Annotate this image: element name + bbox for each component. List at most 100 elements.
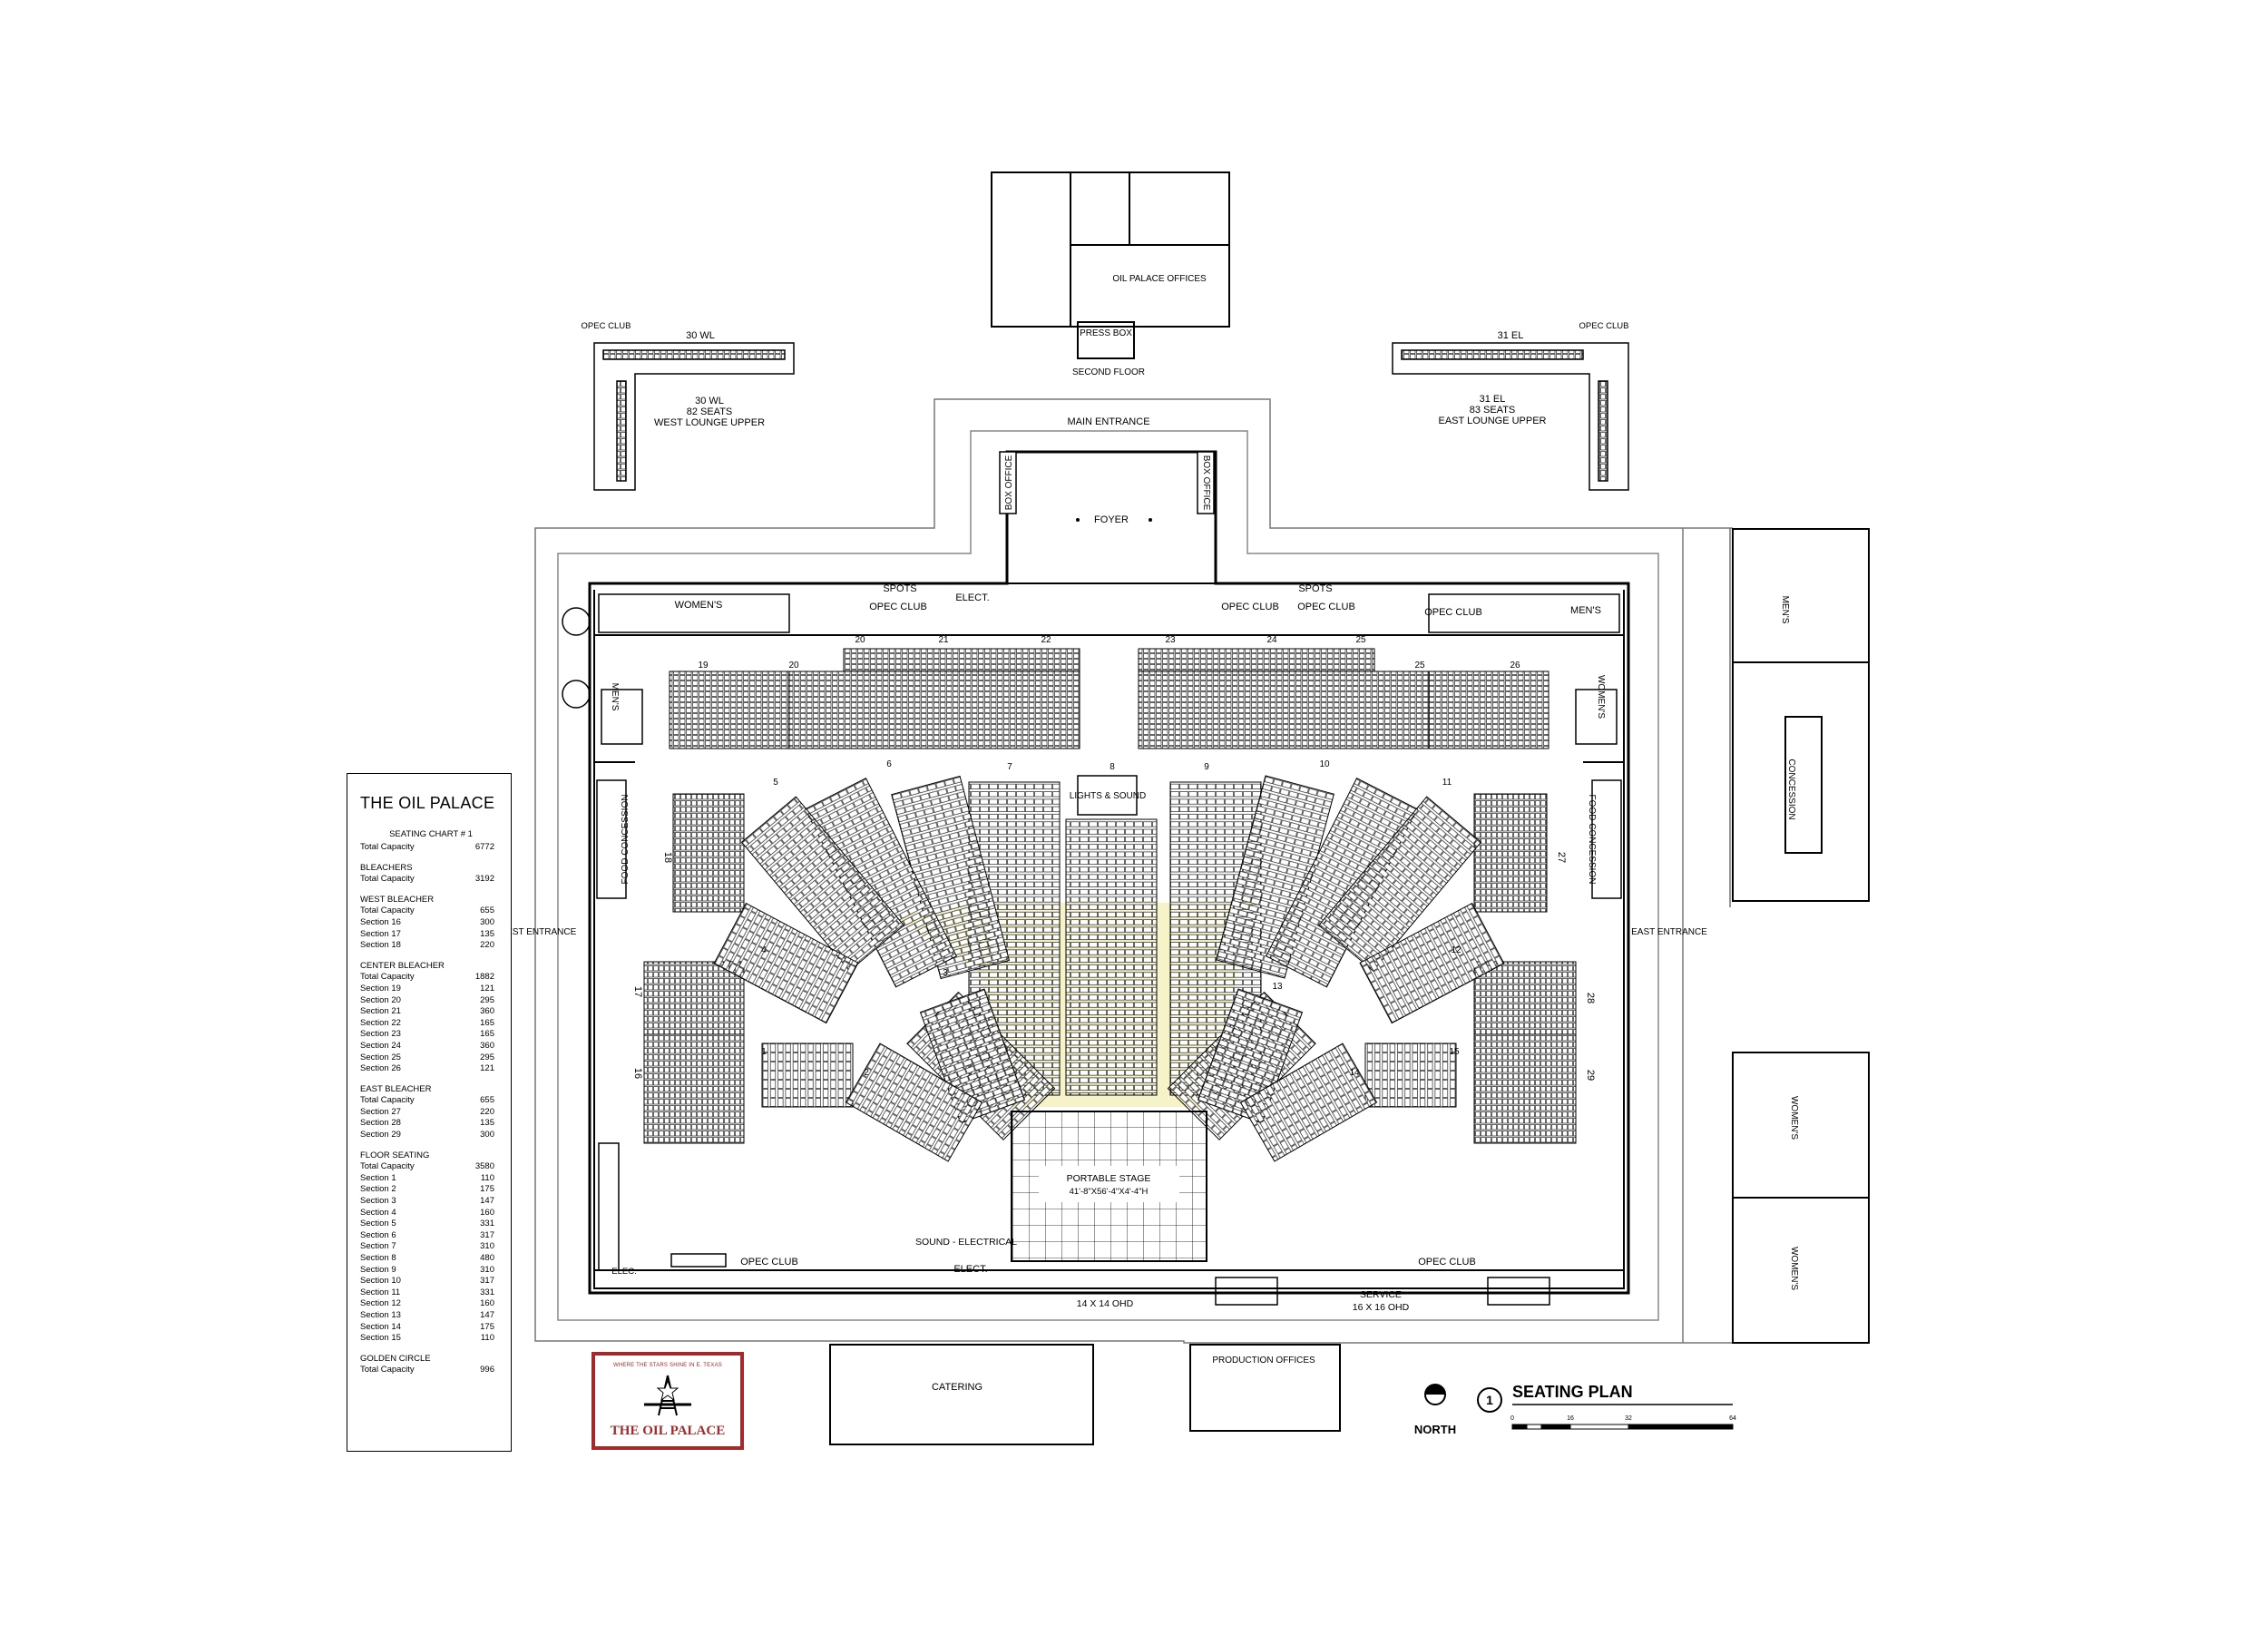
perimeter-rooms	[562, 593, 1622, 1306]
east-lounge-code2: 31 EL	[1480, 394, 1506, 405]
legend-row-value: 300	[480, 1130, 494, 1140]
west-lounge-code: 30 WL	[686, 330, 715, 341]
section-23-label: 23	[1165, 635, 1176, 645]
legend-row-label: Section 23	[360, 1029, 401, 1040]
west-fanned-sections	[713, 775, 1056, 1162]
legend-row-value: 331	[480, 1287, 494, 1297]
legend-total-row: Total Capacity 6772	[360, 842, 502, 854]
section-2-label: 2	[864, 1068, 869, 1078]
box-office-west-label: BOX OFFICE	[1004, 455, 1014, 510]
legend-row-label: Section 15	[360, 1333, 401, 1344]
legend-row: Section 12 160	[360, 1298, 502, 1310]
legend-row-value: 147	[480, 1196, 494, 1207]
section-17-label: 17	[632, 986, 643, 997]
section-3-label: 3	[943, 968, 948, 978]
legend-row-value: 310	[480, 1264, 494, 1275]
section-20-label: 20	[788, 661, 799, 671]
legend-subtitle: SEATING CHART # 1	[389, 829, 473, 839]
catering-label: CATERING	[932, 1382, 982, 1393]
mens-annex-label: MEN'S	[1780, 596, 1790, 624]
legend-row-value: 160	[480, 1298, 494, 1309]
scale-tick-0: 0	[1510, 1415, 1514, 1422]
second-floor-label: SECOND FLOOR	[1072, 367, 1145, 377]
legend-row-label: Section 2	[360, 1184, 396, 1195]
west-lounge-club: OPEC CLUB	[582, 321, 631, 331]
legend-row-value: 147	[480, 1309, 494, 1320]
legend-row-label: Section 22	[360, 1017, 401, 1028]
legend-group-heading: FLOOR SEATING	[360, 1150, 430, 1160]
legend-row-value: 996	[480, 1365, 494, 1375]
section-13-label: 13	[1272, 982, 1283, 992]
stage-dimensions-label: 41'-8"X56'-4"X4'-4"H	[1070, 1187, 1149, 1197]
section-28-label: 28	[1585, 993, 1596, 1003]
box-office-east-label: BOX OFFICE	[1201, 455, 1211, 511]
section-12-label: 12	[1451, 945, 1461, 955]
legend-row-label: Section 26	[360, 1063, 401, 1074]
section-20b-label: 20	[855, 635, 865, 645]
opec-club-ne-label: OPEC CLUB	[1424, 607, 1482, 618]
ohd-16-label: 16 X 16 OHD	[1353, 1302, 1410, 1313]
west-lounge-upper	[593, 342, 795, 491]
east-annex	[1732, 528, 1870, 1344]
interior-perimeter	[593, 590, 1625, 1289]
portable-stage-label: PORTABLE STAGE	[1067, 1173, 1151, 1184]
legend-row-label: Section 18	[360, 940, 401, 951]
legend-row-value: 655	[480, 1095, 494, 1106]
section-27-label: 27	[1556, 852, 1567, 863]
concession-annex-label: CONCESSION	[1786, 759, 1796, 819]
mens-east-label: MEN'S	[1570, 605, 1601, 616]
legend-row-label: Section 7	[360, 1241, 396, 1252]
legend-row-value: 135	[480, 928, 494, 939]
legend-row-label: Section 17	[360, 928, 401, 939]
legend-row-value: 165	[480, 1017, 494, 1028]
elect-south-label: ELECT.	[953, 1264, 987, 1275]
legend-row-label: Section 16	[360, 916, 401, 927]
plan-title-block: NORTH 1 SEATING PLAN 0 16 32 64	[1414, 1383, 1736, 1436]
section-10-label: 10	[1319, 759, 1330, 769]
foyer-label: FOYER	[1094, 514, 1129, 525]
womens-annex-label: WOMEN'S	[1789, 1096, 1799, 1140]
legend-row-label: Section 12	[360, 1298, 401, 1309]
scale-tick-32: 32	[1625, 1415, 1632, 1422]
legend-row: Total Capacity 655	[360, 1095, 502, 1107]
food-concession-west-label: FOOD CONCESSION	[621, 795, 631, 885]
foyer	[999, 451, 1217, 584]
legend-row-label: Section 20	[360, 994, 401, 1005]
section-25-label: 25	[1414, 661, 1425, 671]
section-19-label: 19	[698, 661, 709, 671]
scale-tick-16: 16	[1567, 1415, 1574, 1422]
legend-row-label: Total Capacity	[360, 1095, 415, 1106]
east-lounge-upper	[1392, 342, 1629, 491]
second-floor-offices	[991, 171, 1230, 359]
legend-row: Section 17 135	[360, 929, 502, 941]
legend-row-label: Section 14	[360, 1321, 401, 1332]
lights-sound-label: LIGHTS & SOUND	[1070, 791, 1146, 801]
oil-palace-offices-label: OIL PALACE OFFICES	[1112, 274, 1207, 284]
north-label: NORTH	[1414, 1423, 1456, 1436]
west-lounge-seats: 82 SEATS	[687, 406, 733, 417]
legend-row-value: 3580	[474, 1161, 494, 1172]
legend-row-label: Section 4	[360, 1207, 396, 1218]
portable-stage	[1011, 1111, 1207, 1262]
scale-tick-64: 64	[1729, 1415, 1736, 1422]
legend-total-label: Total Capacity	[360, 842, 415, 852]
legend-row-label: Section 5	[360, 1219, 396, 1229]
